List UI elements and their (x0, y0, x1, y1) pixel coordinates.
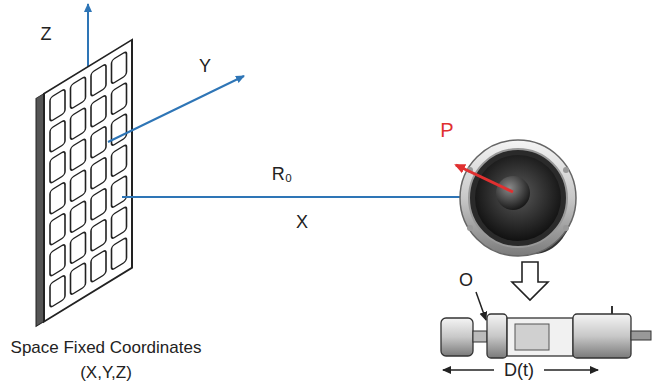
x-axis (122, 196, 478, 198)
point-label: O (457, 271, 475, 289)
y-axis (108, 76, 244, 142)
speaker-icon (460, 140, 576, 256)
dimension-arrow (443, 369, 494, 371)
axis-label: Z (39, 25, 54, 43)
down-arrow (512, 262, 548, 300)
vector-label: P (438, 120, 455, 140)
axis-label: X (294, 213, 310, 231)
caption-line: Space Fixed Coordinates (9, 339, 204, 356)
actuator-device (441, 306, 651, 358)
sensor-panel (36, 40, 132, 327)
caption-line: (X,Y,Z) (78, 364, 134, 381)
p-vector (456, 165, 513, 192)
dimension-arrow (544, 369, 598, 371)
dimension-label: D(t) (502, 361, 536, 379)
axis-label: Y (197, 57, 213, 75)
distance-label: R₀ (270, 165, 294, 183)
o-leader (476, 292, 486, 320)
